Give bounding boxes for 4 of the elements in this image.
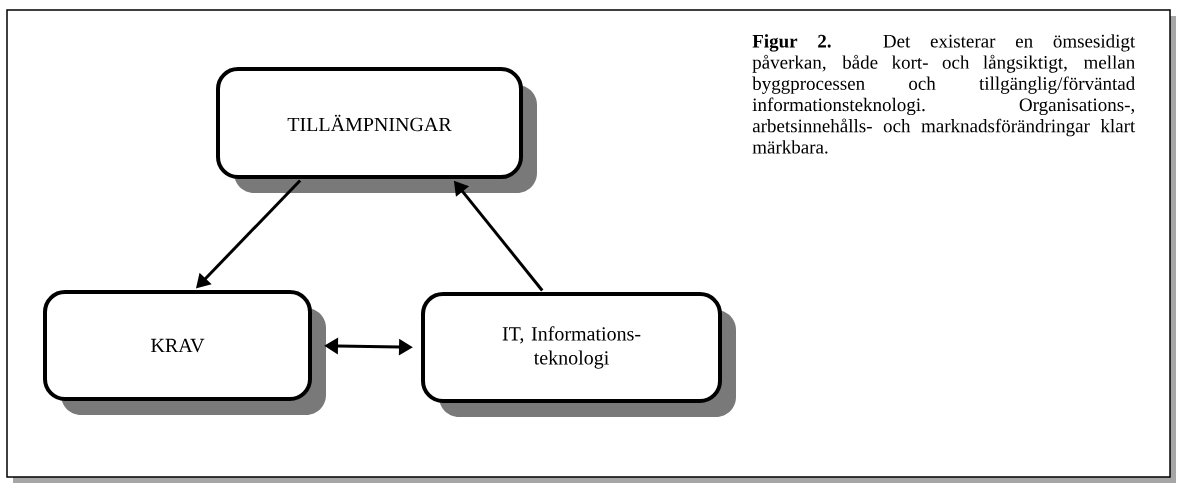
process-box: TILLÄMPNINGAR [216,67,537,193]
process-box: IT, Informations- teknologi [421,292,736,417]
caption-text: Figur 2. Det existerar en ömsesidigt påverkan, både kort- och långsiktigt, mellan byggprocessen och tillgänglig/förväntad informationsteknologi. Organisations-, arbetsinnehålls- och marknadsförändringar klart märkbara. [752,34,1136,154]
process-box: KRAV [43,290,326,415]
